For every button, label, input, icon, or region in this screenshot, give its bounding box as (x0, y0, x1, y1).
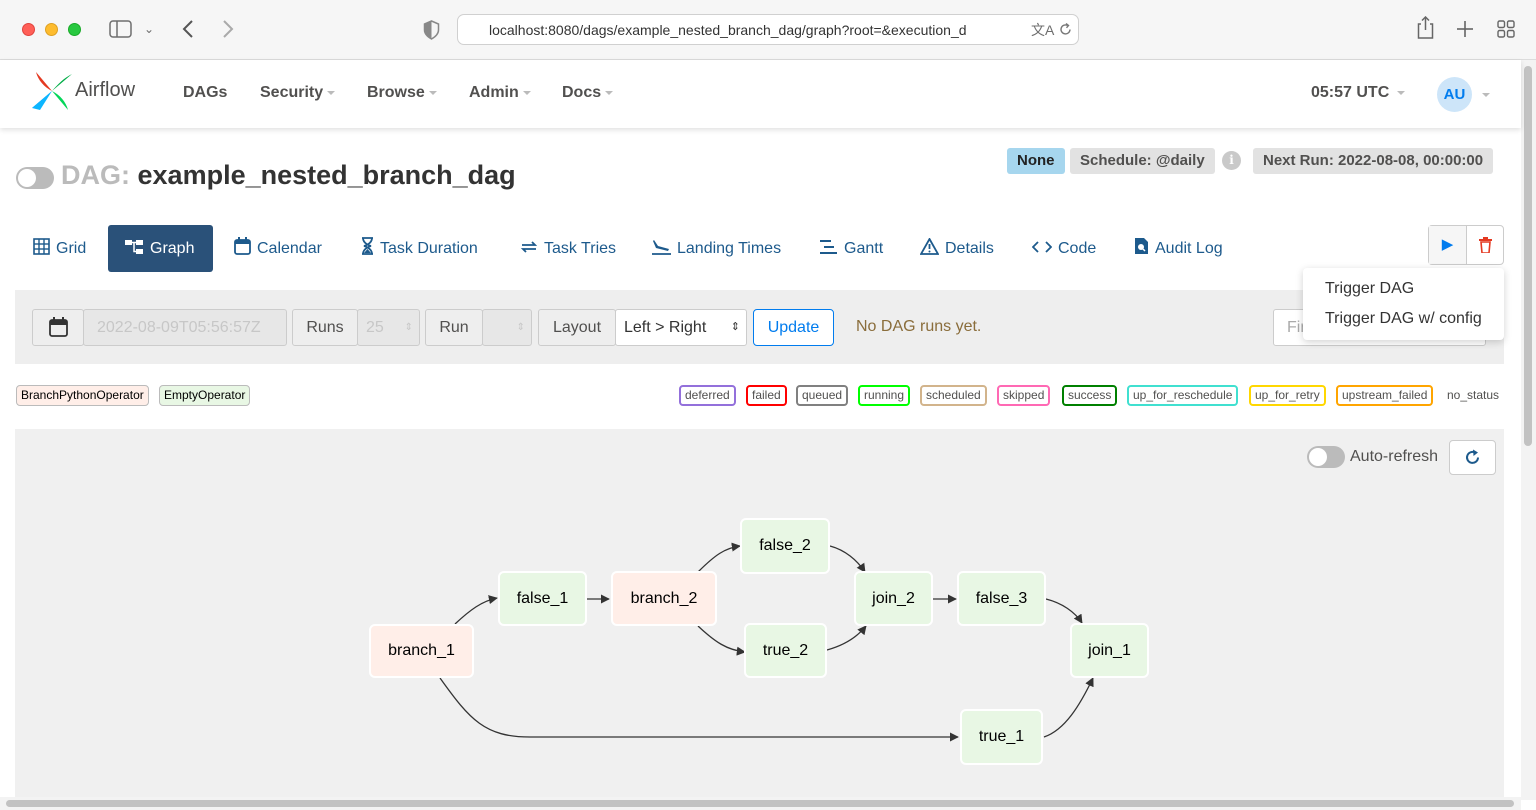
edge-branch1-false1 (455, 598, 497, 624)
nav-docs[interactable]: Docs (562, 84, 613, 102)
caret-down-icon[interactable] (1482, 93, 1490, 97)
nav-security[interactable]: Security (260, 84, 335, 102)
task-node-true-1[interactable]: true_1 (960, 709, 1043, 765)
brand-name[interactable]: Airflow (75, 79, 135, 102)
task-node-join-1[interactable]: join_1 (1070, 623, 1149, 678)
nav-dags[interactable]: DAGs (183, 84, 227, 102)
edge-true1-join1 (1044, 678, 1093, 737)
edge-branch2-false2 (698, 546, 740, 572)
task-node-branch-2[interactable]: branch_2 (611, 571, 717, 626)
edge-true2-join2 (827, 626, 866, 650)
trigger-dag-option[interactable]: Trigger DAG (1325, 280, 1414, 298)
edge-branch1-true1 (440, 678, 958, 737)
airflow-navbar: Airflow DAGs Security Browse Admin Docs … (0, 60, 1521, 128)
caret-down-icon (523, 91, 531, 95)
task-node-join-2[interactable]: join_2 (854, 571, 933, 626)
airflow-logo-icon[interactable] (30, 70, 74, 112)
trigger-dag-config-option[interactable]: Trigger DAG w/ config (1325, 310, 1482, 328)
timezone-clock[interactable]: 05:57 UTC (1311, 84, 1405, 102)
task-node-branch-1[interactable]: branch_1 (369, 624, 474, 678)
task-node-false-3[interactable]: false_3 (957, 571, 1046, 626)
edge-branch2-true2 (698, 626, 745, 652)
task-node-true-2[interactable]: true_2 (744, 623, 827, 678)
caret-down-icon (327, 91, 335, 95)
caret-down-icon (1397, 91, 1405, 95)
nav-admin[interactable]: Admin (469, 84, 531, 102)
caret-down-icon (429, 91, 437, 95)
caret-down-icon (605, 91, 613, 95)
trigger-dag-dropdown: Trigger DAG Trigger DAG w/ config (1303, 268, 1504, 340)
user-avatar[interactable]: AU (1437, 77, 1472, 112)
task-node-false-2[interactable]: false_2 (740, 518, 830, 574)
task-node-false-1[interactable]: false_1 (498, 571, 587, 626)
edge-false3-join1 (1046, 599, 1082, 623)
edge-false2-join2 (830, 546, 865, 572)
nav-browse[interactable]: Browse (367, 84, 437, 102)
